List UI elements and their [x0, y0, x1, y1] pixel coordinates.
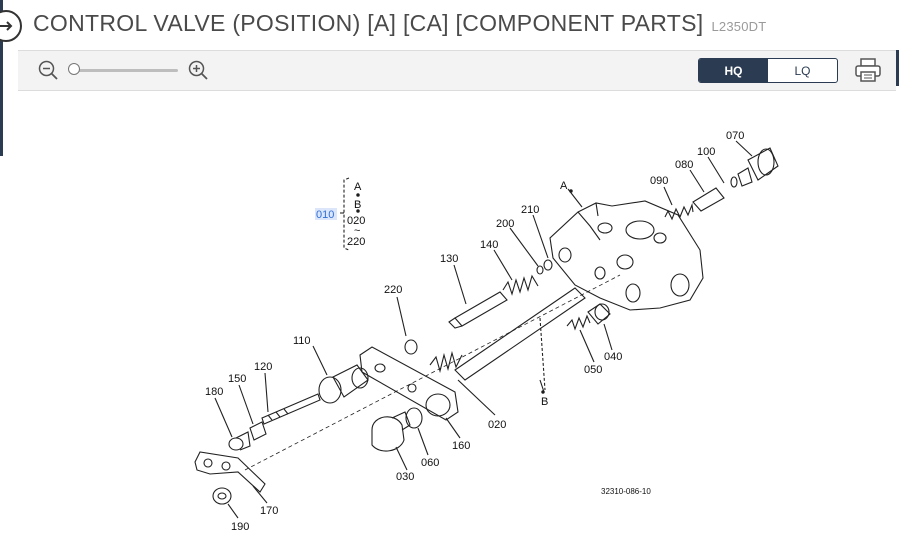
spool-130-shape [454, 291, 508, 327]
ref-010-highlight [315, 208, 337, 220]
part-label-030[interactable]: 030 [396, 471, 414, 483]
printer-icon[interactable] [854, 57, 882, 83]
ref-010-label[interactable]: 010 [316, 209, 334, 221]
page-title: CONTROL VALVE (POSITION) [A] [CA] [COMPO… [33, 10, 766, 37]
bracket-item-a: A [354, 181, 362, 193]
bracket-170-shape [194, 451, 266, 493]
bracket-item-b: B [354, 199, 361, 211]
part-label-140[interactable]: 140 [480, 239, 498, 251]
quality-hq-button[interactable]: HQ [699, 59, 768, 82]
part-label-170[interactable]: 170 [260, 505, 278, 517]
model-code: L2350DT [711, 19, 767, 34]
bracket-item-020: 020 [347, 215, 365, 227]
main-spool-020-shape [454, 287, 586, 381]
part-label-040[interactable]: 040 [604, 351, 622, 363]
arrow-right-icon [0, 21, 13, 31]
part-label-b: B [541, 396, 548, 408]
part-label-100[interactable]: 100 [697, 146, 715, 158]
zoom-slider-thumb[interactable] [68, 63, 80, 75]
plug-070-shape [747, 147, 779, 181]
bracket-item-220: 220 [347, 236, 365, 248]
diagram-ref-code: 32310-086-10 [601, 487, 651, 496]
part-label-090[interactable]: 090 [650, 175, 668, 187]
title-text: CONTROL VALVE (POSITION) [A] [CA] [COMPO… [33, 10, 704, 36]
quality-toggle: HQ LQ [698, 58, 838, 83]
part-label-120[interactable]: 120 [254, 361, 272, 373]
part-label-080[interactable]: 080 [675, 159, 693, 171]
part-label-180[interactable]: 180 [205, 386, 223, 398]
right-edge-bar [896, 50, 899, 86]
back-button[interactable] [0, 10, 22, 42]
zoom-in-icon[interactable] [188, 60, 209, 81]
plug-030-shape [371, 416, 405, 452]
toolbar: HQ LQ [18, 50, 896, 91]
left-edge-bar [0, 0, 3, 156]
part-label-160[interactable]: 160 [452, 440, 470, 452]
part-label-060[interactable]: 060 [421, 457, 439, 469]
part-label-190[interactable]: 190 [231, 521, 249, 533]
part-label-070[interactable]: 070 [726, 130, 744, 142]
part-label-200[interactable]: 200 [496, 218, 514, 230]
parts-diagram: 010 A B 020 ~ 220 070 080 100 090 A 200 … [194, 130, 779, 533]
part-label-110[interactable]: 110 [293, 335, 311, 347]
part-label-130[interactable]: 130 [440, 253, 458, 265]
bracket-item-tilde: ~ [354, 225, 360, 237]
part-label-150[interactable]: 150 [228, 373, 246, 385]
zoom-slider-track[interactable] [74, 69, 178, 72]
part-label-210[interactable]: 210 [521, 204, 539, 216]
part-label-220[interactable]: 220 [384, 284, 402, 296]
part-label-a: A [560, 180, 568, 192]
part-label-020[interactable]: 020 [488, 419, 506, 431]
zoom-out-icon[interactable] [38, 60, 59, 81]
quality-lq-button[interactable]: LQ [794, 63, 811, 78]
part-label-050[interactable]: 050 [584, 364, 602, 376]
